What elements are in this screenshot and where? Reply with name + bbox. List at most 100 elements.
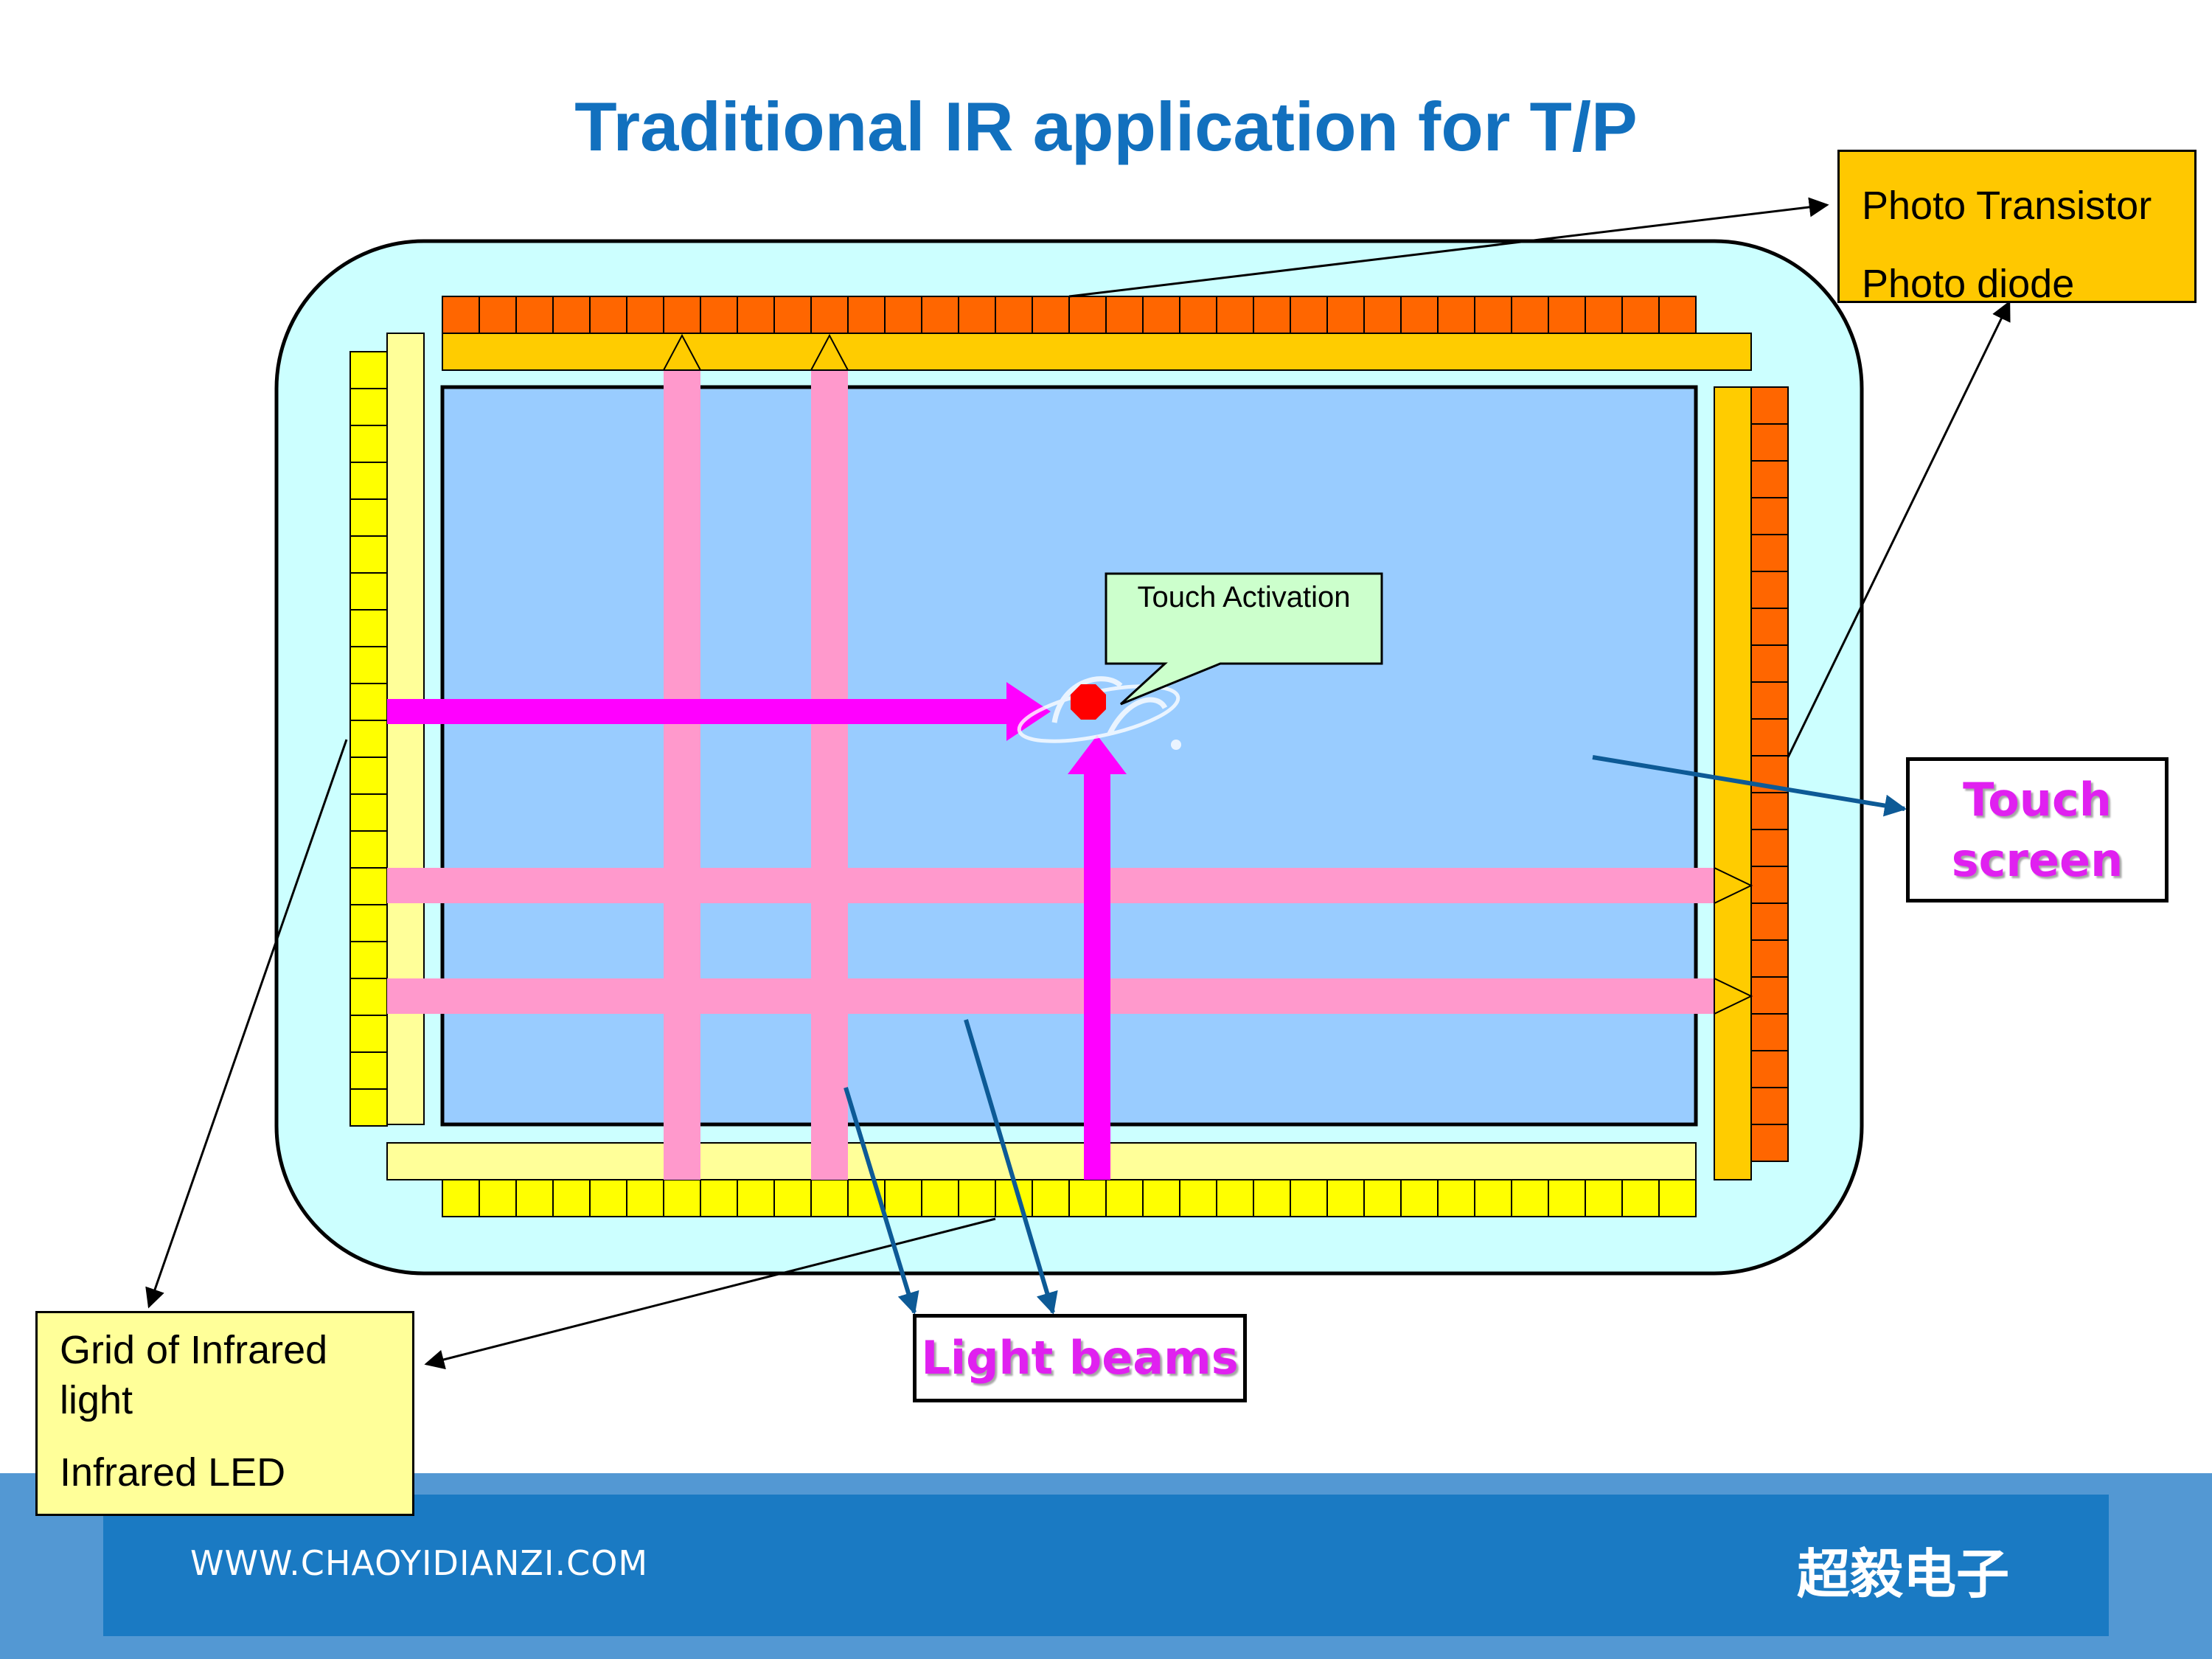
infrared-led-cell [349,351,388,389]
photo-transistor-cell [552,296,591,334]
infrared-led-cell [1105,1179,1144,1217]
infrared-led-cell [773,1179,812,1217]
infrared-led-cell [479,1179,517,1217]
photo-transistor-cell [1105,296,1144,334]
slide-title: Traditional IR application for T/P [574,88,1638,165]
photo-transistor-cell [1032,296,1070,334]
infrared-led-cell [737,1179,775,1217]
light-beams-pointer-1 [844,1087,919,1315]
touch-beam-vertical-arrowhead [1068,735,1127,774]
infrared-led-cell [1437,1179,1475,1217]
infrared-led-cell [1326,1179,1365,1217]
infrared-led-cell [349,720,388,758]
infrared-led-cell [349,609,388,647]
vertical-light-beam-2 [811,370,848,1180]
photo-transistor-cell [884,296,922,334]
photo-transistor-cell [1179,296,1217,334]
infrared-led-cell [1585,1179,1623,1217]
infrared-label-box: Grid of Infrared light Infrared LED [35,1311,414,1516]
photo-transistor-cell [1750,976,1789,1015]
infrared-led-cell [349,830,388,869]
touch-screen-label: Touch screen [1951,772,2124,887]
right-photo-transistor-cells [1750,386,1789,1162]
infrared-led-cell [1658,1179,1697,1217]
infrared-led-cell [1032,1179,1070,1217]
photo-transistor-cell [995,296,1033,334]
photo-diode-pointer [1787,300,2011,758]
infrared-led-cell [349,978,388,1016]
infrared-led-cell [1142,1179,1180,1217]
photo-transistor-label: Photo Transistor [1862,184,2152,228]
infrared-led-cell [349,462,388,500]
infrared-led-cell [1511,1179,1549,1217]
photo-transistor-cell [1750,681,1789,720]
photo-transistor-cell [1750,608,1789,646]
horizontal-light-beam-2 [387,978,1714,1014]
top-photo-transistor-cells [442,296,1697,334]
infrared-led-cell [663,1179,701,1217]
infrared-led-cell [349,941,388,979]
horizontal-light-beam-1 [387,868,1714,903]
photo-transistor-cell [1658,296,1697,334]
photo-transistor-cell [1750,534,1789,572]
top-receiver-strip [442,333,1752,371]
photo-transistor-cell [1750,386,1789,425]
touch-beam-vertical [1084,774,1110,1180]
infrared-led-cell [1474,1179,1512,1217]
infrared-led-cell [349,757,388,795]
photo-transistor-cell [737,296,775,334]
photo-transistor-cell [1750,939,1789,978]
left-infrared-led-cells [349,351,388,1127]
infrared-led-cell [1068,1179,1107,1217]
touch-screen-label-box: Touch screen [1906,757,2168,902]
vertical-light-beam-1 [664,370,700,1180]
infrared-led-label: Infrared LED [60,1450,286,1495]
infrared-led-cell [1400,1179,1439,1217]
light-beams-label: Light beams [921,1331,1239,1385]
touch-activation-label: Touch Activation [1137,581,1351,613]
touch-beam-horizontal-arrowhead [1006,682,1051,741]
photo-transistor-cell [663,296,701,334]
infrared-led-cell [810,1179,849,1217]
infrared-led-cell [700,1179,738,1217]
light-beams-pointer-2 [964,1019,1058,1315]
photo-transistor-cell [1750,718,1789,757]
photo-transistor-cell [626,296,664,334]
photo-transistor-cell [1142,296,1180,334]
infrared-led-cell [1290,1179,1328,1217]
photo-transistor-cell [1750,866,1789,904]
infrared-led-cell [349,388,388,426]
infrared-led-cell [958,1179,996,1217]
infrared-led-cell [1216,1179,1254,1217]
photo-transistor-cell [1750,571,1789,609]
infrared-led-cell [349,646,388,684]
photo-transistor-cell [1363,296,1402,334]
beam-arrowhead-top-1 [662,333,702,371]
infrared-led-cell [1363,1179,1402,1217]
infrared-led-cell [349,1088,388,1127]
infrared-led-cell [589,1179,627,1217]
photo-transistor-cell [810,296,849,334]
photo-transistor-cell [1216,296,1254,334]
photo-transistor-cell [1750,829,1789,867]
beam-arrowhead-right-2 [1714,977,1753,1015]
infrared-led-cell [349,572,388,611]
photo-transistor-cell [1750,792,1789,830]
photo-transistor-cell [479,296,517,334]
photo-transistor-cell [1750,1050,1789,1088]
infrared-led-cell [349,535,388,574]
touch-activation-callout [1105,572,1383,706]
infrared-led-cell [552,1179,591,1217]
photo-transistor-cell [1750,1124,1789,1162]
infrared-led-cell [442,1179,480,1217]
footer-band-dark [103,1495,2109,1636]
photo-transistor-cell [1253,296,1291,334]
touch-screen-pointer [1592,755,1907,817]
photo-transistor-cell [1621,296,1660,334]
photo-transistor-cell [847,296,886,334]
beam-arrowhead-right-1 [1714,866,1753,905]
photo-transistor-cell [1750,902,1789,941]
photo-transistor-cell [1750,1087,1789,1125]
infrared-led-cell [349,498,388,537]
